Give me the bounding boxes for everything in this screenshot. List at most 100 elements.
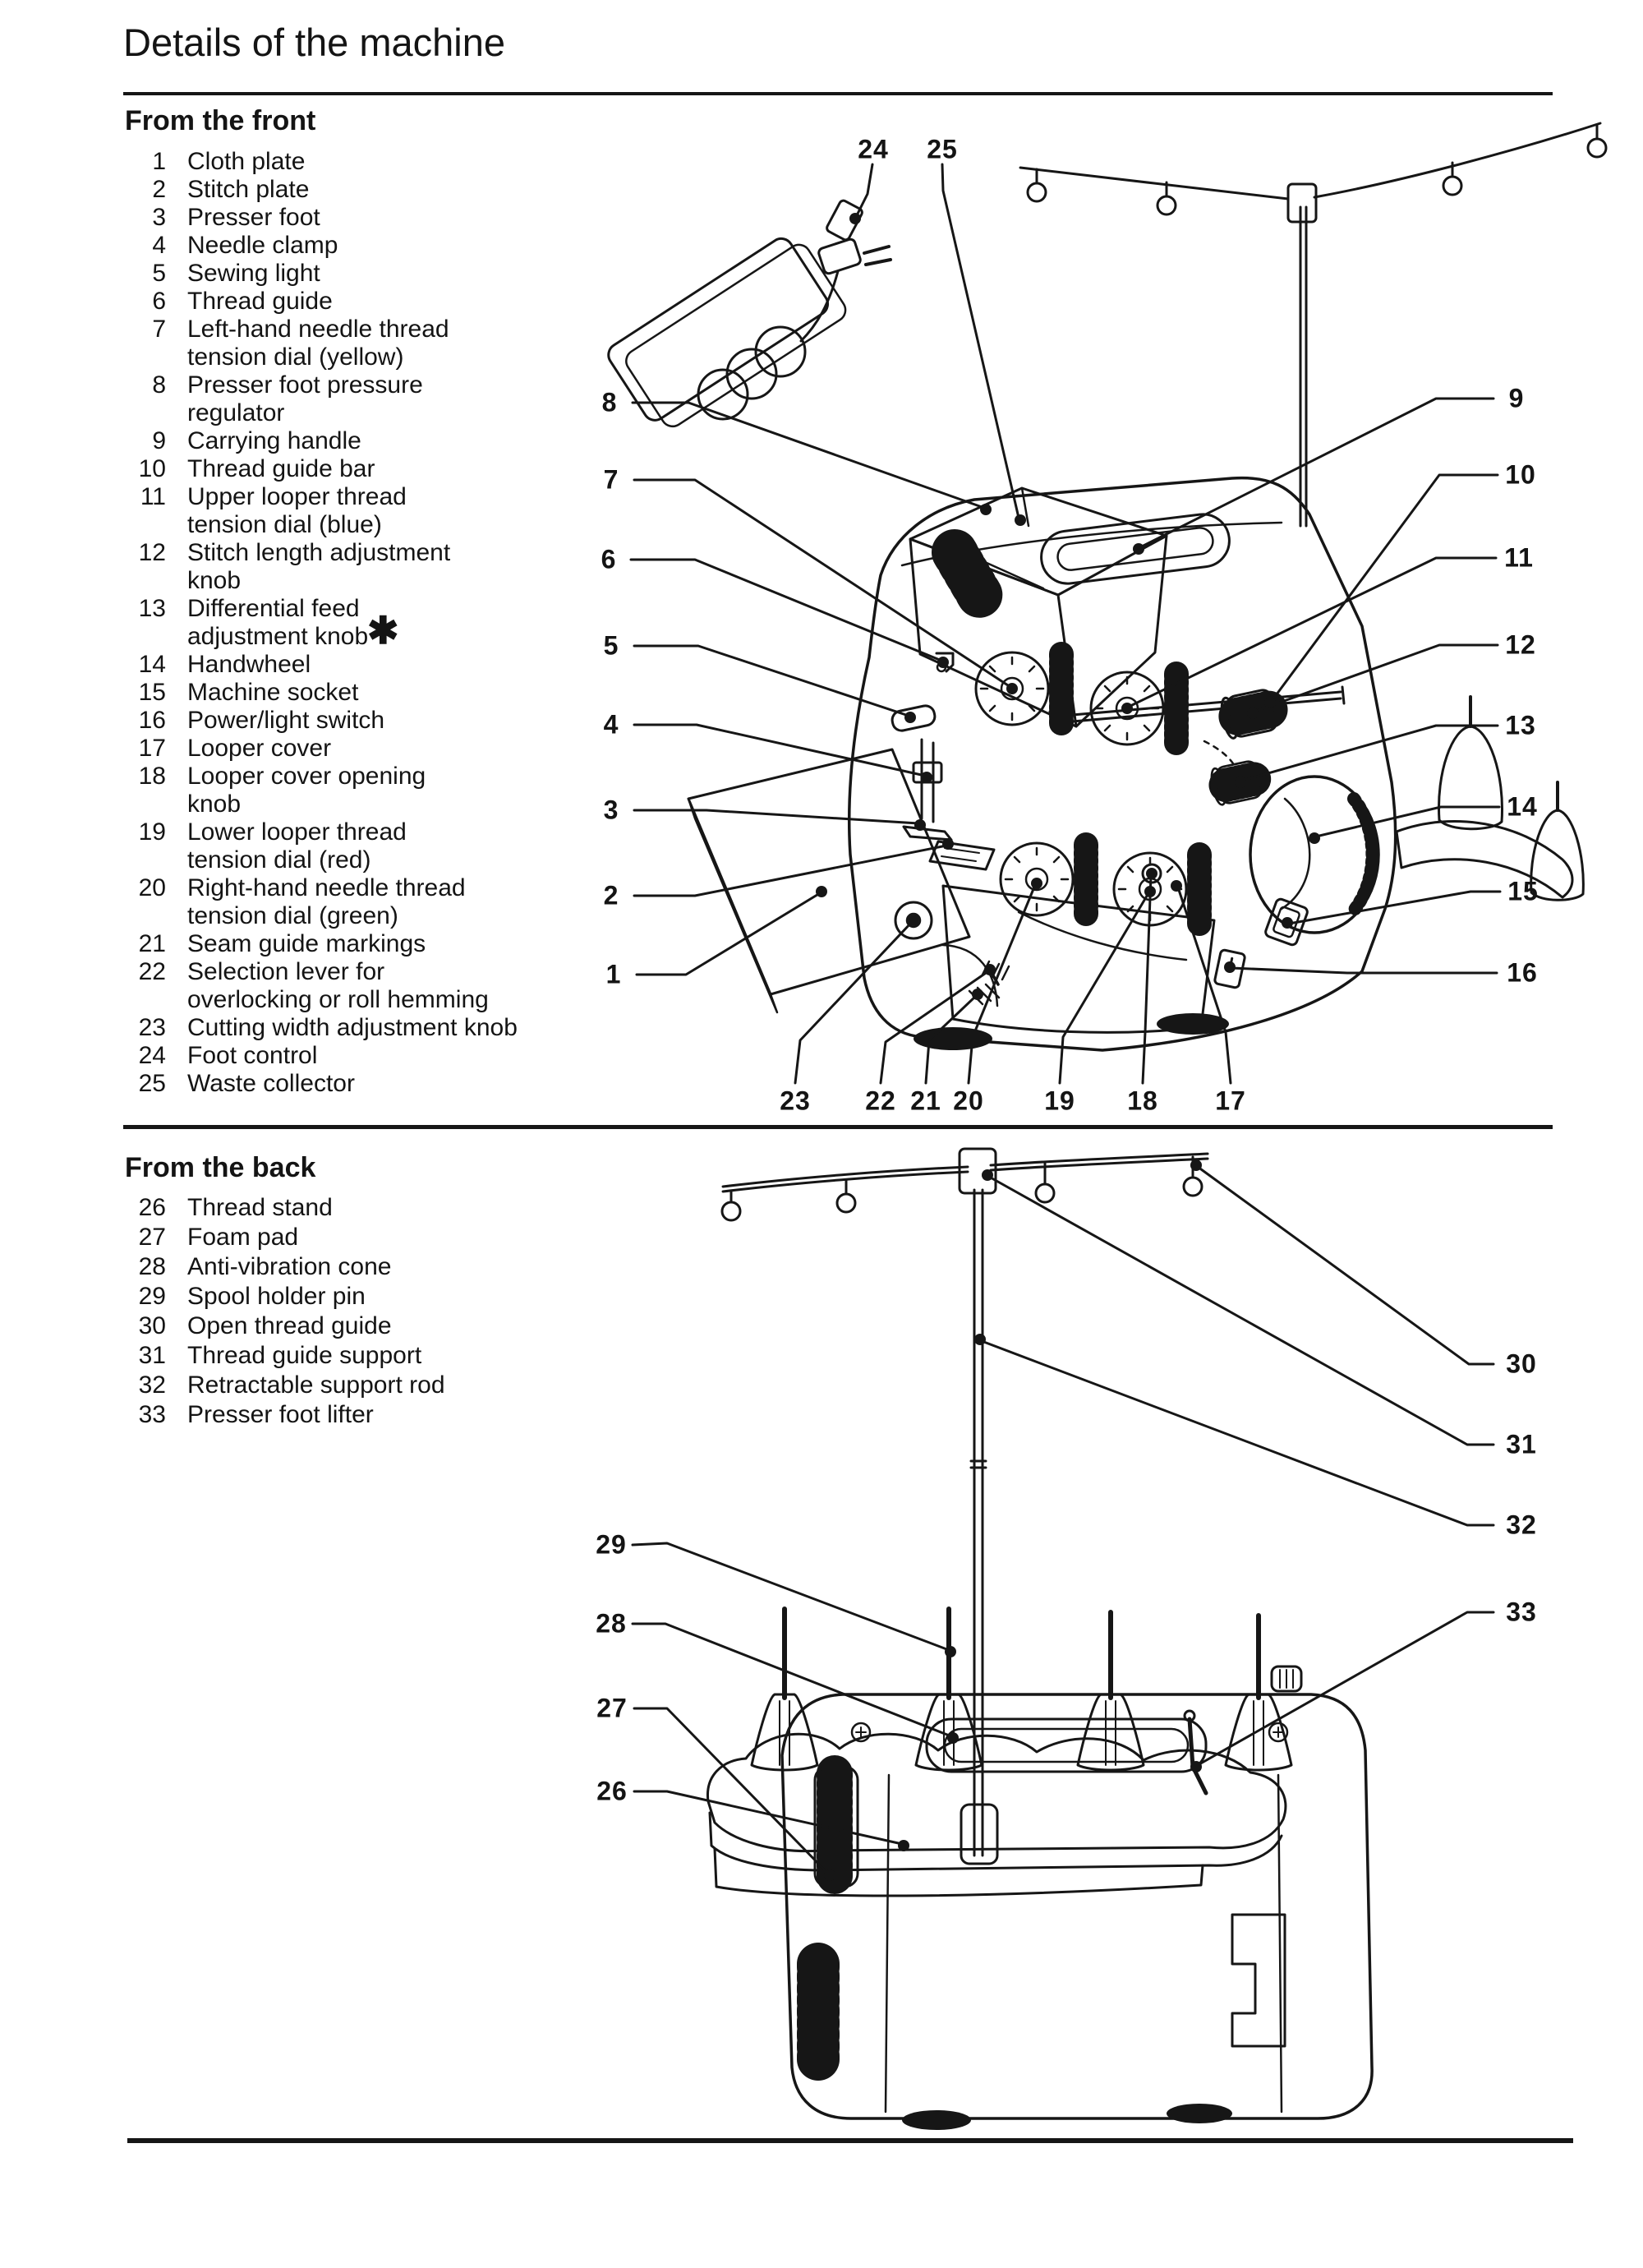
list-item: 24 Foot control [122, 1042, 573, 1070]
callout-10: 10 [1505, 459, 1536, 490]
item-number: 15 [138, 679, 166, 706]
item-label: Carrying handle [187, 427, 361, 454]
item-number: 5 [152, 260, 166, 287]
item-label: Cutting width adjustment knob [187, 1014, 518, 1041]
callout-31: 31 [1506, 1429, 1537, 1459]
callout-20: 20 [953, 1086, 984, 1116]
front-view-illustration [607, 122, 1608, 1085]
list-item: 31 Thread guide support [122, 1341, 573, 1371]
item-number: 23 [138, 1014, 166, 1041]
front-leader-lines [629, 163, 1502, 1085]
item-label: Presser foot pressure regulator [187, 371, 423, 426]
item-label: Retractable support rod [187, 1371, 445, 1399]
item-number: 12 [138, 539, 166, 566]
item-label: Stitch length adjustment knob [187, 539, 451, 594]
tension-dial-yellow [974, 642, 1074, 735]
item-number: 16 [138, 707, 166, 734]
callout-2: 2 [603, 880, 619, 910]
thread-stand-front [1019, 122, 1608, 528]
item-number: 21 [138, 930, 166, 957]
item-label: Differential feed adjustment knob [187, 595, 369, 650]
callout-23: 23 [780, 1086, 811, 1116]
item-number: 26 [138, 1194, 166, 1221]
page-title: Details of the machine [123, 21, 506, 64]
handwheel-illustration [1249, 775, 1380, 934]
callout-25: 25 [927, 134, 958, 164]
item-number: 13 [138, 595, 166, 622]
item-number: 28 [138, 1253, 166, 1280]
list-item: 3 Presser foot [122, 204, 573, 232]
callout-29: 29 [596, 1529, 627, 1560]
screw-icon [1268, 1722, 1289, 1743]
callout-5: 5 [603, 630, 619, 661]
item-label: Thread guide support [187, 1342, 422, 1369]
callout-9: 9 [1508, 383, 1525, 413]
item-label: Selection lever for overlocking or roll … [187, 958, 489, 1013]
cloth-plate-illustration [687, 748, 971, 1014]
item-number: 27 [138, 1224, 166, 1251]
item-number: 3 [152, 204, 166, 231]
item-label: Left-hand needle thread tension dial (ye… [187, 316, 449, 371]
callout-33: 33 [1506, 1597, 1537, 1627]
item-number: 18 [138, 763, 166, 790]
item-label: Looper cover [187, 735, 332, 762]
item-label: Thread stand [187, 1194, 333, 1221]
machine-foot [914, 1027, 992, 1050]
back-view-illustration [631, 1147, 1495, 2130]
callout-32: 32 [1506, 1510, 1537, 1540]
sewing-light-illustration [891, 704, 937, 732]
callout-28: 28 [596, 1608, 627, 1639]
callout-16: 16 [1507, 957, 1538, 988]
callout-19: 19 [1044, 1086, 1075, 1116]
list-item: 12 Stitch length adjustment knob [122, 539, 573, 595]
callout-14: 14 [1507, 791, 1538, 822]
rod-clamp-knob-illustration [1270, 1665, 1303, 1693]
item-number: 11 [140, 483, 166, 510]
callout-6: 6 [601, 544, 617, 574]
foam-pad-illustration [713, 1847, 1204, 1897]
callout-4: 4 [603, 709, 619, 740]
item-number: 2 [152, 176, 166, 203]
differential-feed-asterisk: ✱ [367, 609, 399, 652]
list-item: 9 Carrying handle [122, 427, 573, 455]
list-item: 13 Differential feed adjustment knob [122, 595, 573, 651]
section-divider-middle [123, 1125, 1553, 1129]
item-label: Presser foot lifter [187, 1401, 374, 1428]
vent-slots-front [932, 529, 1006, 623]
stitch-plate-illustration [928, 840, 996, 871]
item-number: 9 [152, 427, 166, 454]
item-label: Right-hand needle thread tension dial (g… [187, 874, 466, 929]
item-number: 31 [138, 1342, 166, 1369]
item-label: Thread guide [187, 288, 333, 315]
item-number: 24 [138, 1042, 166, 1069]
item-label: Cloth plate [187, 148, 306, 175]
open-thread-guide-illustration [720, 1147, 1209, 1222]
base-plate-side [708, 1811, 1283, 1872]
callout-12: 12 [1505, 629, 1536, 660]
callout-11: 11 [1504, 542, 1534, 573]
item-label: Foot control [187, 1042, 318, 1069]
handwheel-back-illustration [813, 1755, 859, 1898]
needle-area-illustration [891, 652, 996, 871]
item-label: Presser foot [187, 204, 320, 231]
callout-1: 1 [605, 959, 622, 989]
item-label: Needle clamp [187, 232, 338, 259]
cutting-width-knob-illustration [894, 901, 933, 940]
